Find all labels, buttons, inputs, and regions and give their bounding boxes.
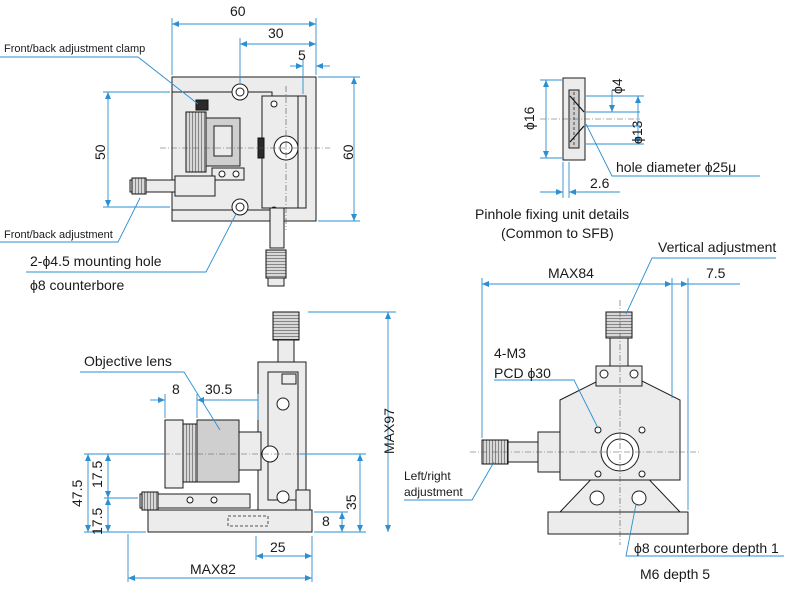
label-counterbore: ϕ8 counterbore: [30, 277, 124, 293]
side-bottom-micrometer: [139, 493, 251, 509]
top-vertical-micrometer: [269, 207, 285, 249]
label-mounting-hole: 2-ϕ4.5 mounting hole: [30, 253, 162, 269]
dim-7-5: 7.5: [706, 265, 726, 281]
dim-8-base: 8: [322, 513, 330, 529]
dim-width-60: 60: [230, 3, 246, 19]
top-clamp-screw: [195, 99, 209, 111]
dim-max97: MAX97: [381, 408, 397, 454]
dim-width-30: 30: [268, 25, 284, 41]
dim-2-6: 2.6: [590, 175, 610, 191]
side-objective-body: [196, 419, 240, 483]
top-view: 60 30 5 50 60 Front/back adjustment clam…: [0, 3, 360, 293]
dim-max82: MAX82: [190, 561, 236, 577]
front-view: MAX84 7.5 Vertical adjustment 4-M3 PCD ϕ…: [404, 239, 784, 582]
dim-30-5: 30.5: [205, 381, 232, 397]
dim-8: 8: [172, 381, 180, 397]
pinhole-detail: ϕ16 ϕ4 ϕ13 hole diameter ϕ25μ 2.6 Pinhol…: [475, 77, 760, 241]
side-view: 8 30.5 47.5 17.5 17.5 35 8 MAX97 25 MAX8…: [69, 311, 397, 582]
label-vertical-adjustment: Vertical adjustment: [658, 239, 776, 255]
label-front-back-clamp: Front/back adjustment clamp: [4, 43, 145, 55]
label-left-right-2: adjustment: [404, 485, 463, 499]
dim-height-50: 50: [92, 144, 108, 160]
side-vertical-micrometer: [272, 311, 300, 341]
dim-height-60: 60: [340, 144, 356, 160]
side-base: [147, 509, 313, 533]
label-left-right-1: Left/right: [404, 469, 451, 483]
label-hole-diameter: hole diameter ϕ25μ: [616, 159, 736, 175]
label-front-back-adjustment: Front/back adjustment: [4, 229, 113, 241]
dim-25: 25: [270, 539, 286, 555]
label-m6-depth: M6 depth 5: [640, 566, 710, 582]
top-knurl-ring: [185, 111, 207, 173]
pinhole-subtitle: (Common to SFB): [501, 225, 614, 241]
front-vertical-micrometer: [605, 311, 633, 339]
front-base: [547, 511, 689, 535]
label-objective-lens: Objective lens: [84, 353, 172, 369]
dim-47-5: 47.5: [69, 480, 85, 507]
dim-offset-5: 5: [298, 47, 306, 63]
label-pcd: PCD ϕ30: [494, 365, 551, 381]
dim-d13: ϕ13: [629, 120, 645, 144]
dim-35: 35: [343, 494, 359, 510]
pinhole-title: Pinhole fixing unit details: [475, 206, 629, 222]
dim-max84: MAX84: [548, 265, 594, 281]
label-4-m3: 4-M3: [494, 345, 526, 361]
label-counterbore-depth: ϕ8 counterbore depth 1: [634, 540, 779, 556]
dim-d16: ϕ16: [521, 106, 537, 130]
dim-17-5-bot: 17.5: [89, 508, 105, 535]
dim-17-5-top: 17.5: [89, 461, 105, 488]
dim-d4: ϕ4: [609, 78, 625, 94]
